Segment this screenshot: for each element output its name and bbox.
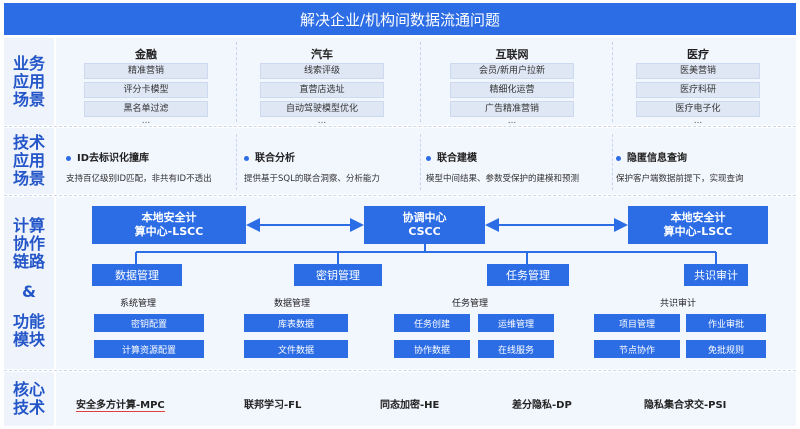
section-divider	[4, 370, 796, 371]
business-item: 线索评级	[260, 63, 384, 79]
lscc-right-node: 本地安全计 算中心-LSCC	[628, 206, 768, 244]
func-online-service: 在线服务	[478, 340, 554, 358]
group-title: 系统管理	[120, 299, 157, 309]
bullet-icon	[244, 155, 249, 161]
tech-description: 支持百亿级别ID匹配，非共有ID不透出	[66, 174, 212, 184]
func-table-data: 库表数据	[244, 314, 348, 332]
core-tech-mpc: 安全多方计算-MPC	[76, 400, 165, 412]
business-heading: 金融	[135, 48, 157, 61]
tech-joint-modeling: 联合建模 模型中间结果、参数受保护的建模和预测	[426, 149, 579, 184]
tech-description: 模型中间结果、参数受保护的建模和预测	[426, 174, 580, 184]
func-job-approval: 作业审批	[686, 314, 766, 332]
core-tech-fl: 联邦学习-FL	[244, 400, 302, 411]
column-divider	[612, 42, 613, 122]
business-item: 医疗科研	[636, 82, 760, 98]
group-title: 任务管理	[452, 299, 489, 309]
business-more: ...	[141, 116, 151, 126]
business-medical: 医疗 医美营销 医疗科研 医疗电子化 ...	[636, 46, 760, 126]
tech-id-matching: ID去标识化撞库 支持百亿级别ID匹配，非共有ID不透出	[66, 149, 212, 184]
cscc-node: 协调中心 CSCC	[364, 206, 485, 244]
func-exempt-rules: 免批规则	[686, 340, 766, 358]
tech-heading: 联合分析	[255, 153, 295, 164]
func-node-collab: 节点协作	[594, 340, 680, 358]
tech-description: 提供基于SQL的联合洞察、分析能力	[244, 174, 380, 184]
business-heading: 互联网	[495, 48, 529, 61]
business-finance: 金融 精准营销 评分卡模型 黑名单过滤 ...	[84, 46, 208, 126]
tech-heading: ID去标识化撞库	[77, 153, 150, 164]
lscc-left-node: 本地安全计 算中心-LSCC	[92, 206, 246, 244]
business-item: 医疗电子化	[636, 101, 760, 117]
section-divider	[4, 126, 796, 127]
column-divider	[236, 42, 237, 122]
page-title: 解决企业/机构间数据流通问题	[4, 3, 796, 35]
func-key-config: 密钥配置	[94, 314, 204, 332]
bullet-icon	[426, 155, 431, 161]
column-divider	[420, 134, 421, 190]
business-item: 广告精准营销	[450, 101, 574, 117]
core-tech-psi: 隐私集合求交-PSI	[644, 400, 727, 411]
label-business-scenarios: 业务 应用 场景	[4, 38, 54, 125]
business-item: 评分卡模型	[84, 82, 208, 98]
business-more: ...	[507, 116, 517, 126]
business-more: ...	[693, 116, 703, 126]
label-compute-modules: 计算 协作 链路 & 功能 模块	[4, 197, 54, 369]
core-tech-he: 同态加密-HE	[380, 400, 440, 411]
tech-joint-analysis: 联合分析 提供基于SQL的联合洞察、分析能力	[244, 149, 380, 184]
func-project-management: 项目管理	[594, 314, 680, 332]
tech-description: 保护客户端数据前提下，实现查询	[616, 174, 744, 184]
business-item: 黑名单过滤	[84, 101, 208, 117]
column-divider	[420, 42, 421, 122]
business-more: ...	[317, 116, 327, 126]
tech-heading: 隐匿信息查询	[627, 153, 687, 164]
tech-heading: 联合建模	[437, 153, 477, 164]
func-file-data: 文件数据	[244, 340, 348, 358]
func-ops-management: 运维管理	[478, 314, 554, 332]
module-consensus-audit: 共识审计	[684, 264, 748, 286]
func-task-create: 任务创建	[394, 314, 470, 332]
section-divider	[4, 195, 796, 196]
business-item: 会员/新用户拉新	[450, 63, 574, 79]
business-item: 医美营销	[636, 63, 760, 79]
group-title: 数据管理	[274, 299, 311, 309]
group-title: 共识审计	[660, 299, 697, 309]
business-item: 自动驾驶模型优化	[260, 101, 384, 117]
core-panel	[56, 372, 796, 426]
core-tech-dp: 差分隐私-DP	[512, 400, 572, 411]
column-divider	[236, 134, 237, 190]
module-key-management: 密钥管理	[294, 264, 382, 286]
label-core-tech: 核心 技术	[4, 372, 54, 426]
bullet-icon	[66, 155, 71, 161]
tech-private-query: 隐匿信息查询 保护客户端数据前提下，实现查询	[616, 149, 744, 184]
tech-panel	[56, 128, 796, 194]
module-task-management: 任务管理	[487, 264, 569, 286]
business-item: 精准营销	[84, 63, 208, 79]
business-auto: 汽车 线索评级 直营店选址 自动驾驶模型优化 ...	[260, 46, 384, 126]
business-internet: 互联网 会员/新用户拉新 精细化运营 广告精准营销 ...	[450, 46, 574, 126]
business-item: 直营店选址	[260, 82, 384, 98]
func-compute-resource-config: 计算资源配置	[94, 340, 204, 358]
business-heading: 医疗	[687, 48, 709, 61]
module-data-management: 数据管理	[92, 264, 182, 286]
column-divider	[612, 134, 613, 190]
label-tech-scenarios: 技术 应用 场景	[4, 128, 54, 194]
business-heading: 汽车	[311, 48, 333, 61]
bullet-icon	[616, 155, 621, 161]
business-item: 精细化运营	[450, 82, 574, 98]
func-collab-data: 协作数据	[394, 340, 470, 358]
